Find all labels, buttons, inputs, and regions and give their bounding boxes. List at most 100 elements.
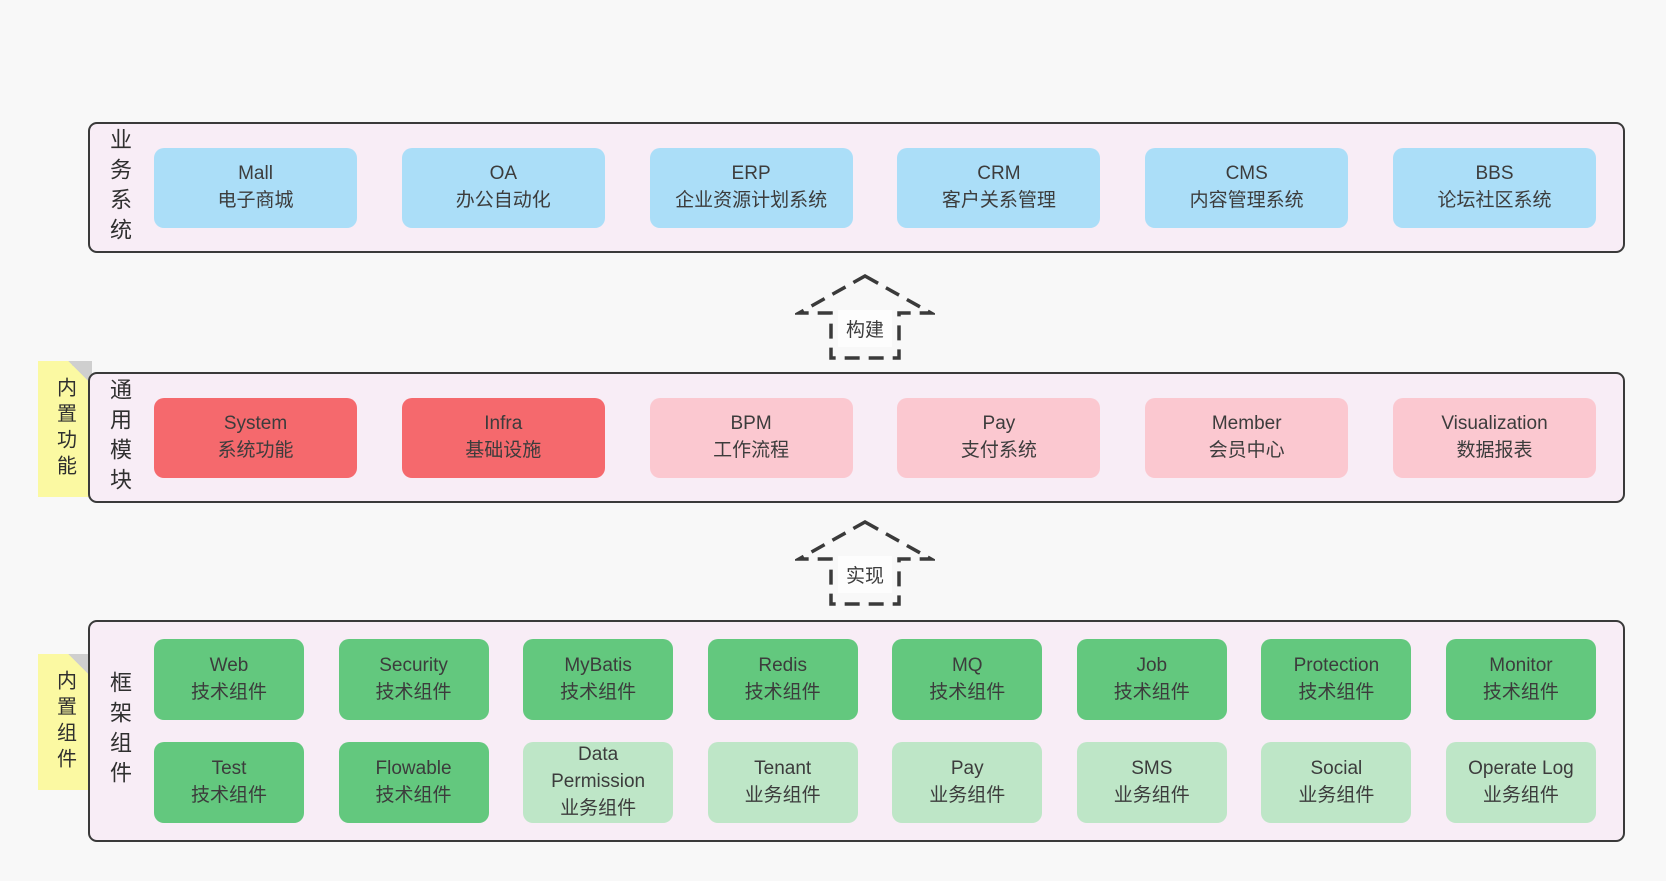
up-arrow-build: 构建 [795,272,935,362]
node-desc: 业务组件 [929,784,1006,806]
node-name: MQ [951,654,983,676]
node-pay-component: Pay 业务组件 [892,742,1043,823]
node-crm: CRM 客户关系管理 [897,147,1101,228]
box-row: Mall 电子商城 OA 办公自动化 ERP 企业资源计划系统 CRM 客户关系… [154,147,1596,228]
arrow-label: 实现 [837,556,893,593]
node-name: Monitor [1489,654,1553,676]
node-desc: 会员中心 [1208,439,1285,461]
panel-title: 业务系统 [107,127,132,248]
node-name: SMS [1131,757,1173,779]
node-name: Visualization [1441,412,1548,434]
box-rows: Web 技术组件 Security 技术组件 MyBatis 技术组件 Redi… [154,639,1596,823]
node-desc: 技术组件 [560,681,637,703]
panel-title: 通用模块 [107,377,132,498]
node-desc: 业务组件 [560,797,637,819]
node-desc: 企业资源计划系统 [675,189,828,211]
node-social: Social 业务组件 [1261,742,1412,823]
node-name: Redis [758,654,807,676]
node-mq: MQ 技术组件 [892,639,1043,720]
node-desc: 业务组件 [1113,784,1190,806]
node-desc: 技术组件 [375,681,452,703]
node-name: Web [209,654,249,676]
node-data-permission: Data Permission 业务组件 [523,742,674,823]
node-name: Test [211,757,247,779]
node-desc: 技术组件 [929,681,1006,703]
node-desc: 支付系统 [960,439,1037,461]
node-bpm: BPM 工作流程 [649,397,853,478]
node-desc: 技术组件 [190,681,267,703]
node-name: System [223,412,288,434]
dashed-up-arrow-icon [795,519,935,606]
box-row: Test 技术组件 Flowable 技术组件 Data Permission … [154,742,1596,823]
node-desc: 论坛社区系统 [1437,189,1552,211]
node-name: BPM [730,412,772,434]
node-desc: 电子商城 [217,189,294,211]
node-desc: 技术组件 [375,784,452,806]
node-name: Infra [484,412,523,434]
node-desc: 技术组件 [744,681,821,703]
node-name: Social [1310,757,1363,779]
node-tenant: Tenant 业务组件 [707,742,858,823]
node-system: System 系统功能 [154,397,357,478]
node-desc: 数据报表 [1456,439,1533,461]
node-desc: 技术组件 [1113,681,1190,703]
node-cms: CMS 内容管理系统 [1145,147,1349,228]
node-name: CMS [1225,162,1268,184]
node-name: Security [379,654,448,676]
node-web: Web 技术组件 [154,639,304,720]
framework-components-panel: 框架组件 Web 技术组件 Security 技术组件 MyBatis 技术组件… [88,620,1625,842]
node-desc: 办公自动化 [455,189,551,211]
node-name: ERP [731,162,771,184]
node-oa: OA 办公自动化 [401,147,605,228]
node-name: Pay [982,412,1016,434]
node-name: Mall [238,162,273,184]
node-monitor: Monitor 技术组件 [1445,639,1596,720]
node-desc: 基础设施 [465,439,542,461]
node-name: Flowable [375,757,452,779]
node-redis: Redis 技术组件 [707,639,858,720]
node-job: Job 技术组件 [1076,639,1227,720]
node-infra: Infra 基础设施 [401,397,605,478]
node-visualization: Visualization 数据报表 [1392,397,1596,478]
common-modules-panel: 通用模块 System 系统功能 Infra 基础设施 BPM 工作流程 Pay… [88,372,1625,503]
node-desc: 业务组件 [1482,784,1559,806]
node-desc: 工作流程 [713,439,790,461]
node-mybatis: MyBatis 技术组件 [523,639,674,720]
node-name: Operate Log [1468,757,1574,779]
node-name: MyBatis [564,654,632,676]
node-desc: 技术组件 [1298,681,1375,703]
node-desc: 客户关系管理 [941,189,1056,211]
box-row: System 系统功能 Infra 基础设施 BPM 工作流程 Pay 支付系统… [154,397,1596,478]
node-security: Security 技术组件 [338,639,489,720]
sticky-note-text: 内置功能 [53,377,76,481]
arrow-label: 构建 [837,310,893,347]
node-sms: SMS 业务组件 [1076,742,1227,823]
node-name: Member [1211,412,1282,434]
node-pay-system: Pay 支付系统 [897,397,1101,478]
node-desc: 内容管理系统 [1189,189,1304,211]
node-name: OA [489,162,518,184]
node-bbs: BBS 论坛社区系统 [1392,147,1596,228]
node-desc: 业务组件 [1298,784,1375,806]
node-name: Job [1136,654,1168,676]
node-erp: ERP 企业资源计划系统 [649,147,853,228]
node-operate-log: Operate Log 业务组件 [1445,742,1596,823]
business-systems-panel: 业务系统 Mall 电子商城 OA 办公自动化 ERP 企业资源计划系统 CRM… [88,122,1625,253]
node-name: BBS [1475,162,1514,184]
panel-title: 框架组件 [107,671,132,791]
dashed-up-arrow-icon [795,273,935,360]
node-name: CRM [977,162,1021,184]
box-row: Web 技术组件 Security 技术组件 MyBatis 技术组件 Redi… [154,639,1596,720]
node-desc: 技术组件 [1482,681,1559,703]
node-protection: Protection 技术组件 [1261,639,1412,720]
node-name: Protection [1293,654,1380,676]
node-mall: Mall 电子商城 [154,147,357,228]
node-name: Pay [950,757,984,779]
node-name: Data Permission [551,744,646,793]
node-flowable: Flowable 技术组件 [338,742,489,823]
node-name: Tenant [754,757,812,779]
node-member: Member 会员中心 [1145,397,1349,478]
node-test: Test 技术组件 [154,742,304,823]
sticky-note-text: 内置组件 [53,670,76,774]
up-arrow-implement: 实现 [795,518,935,608]
